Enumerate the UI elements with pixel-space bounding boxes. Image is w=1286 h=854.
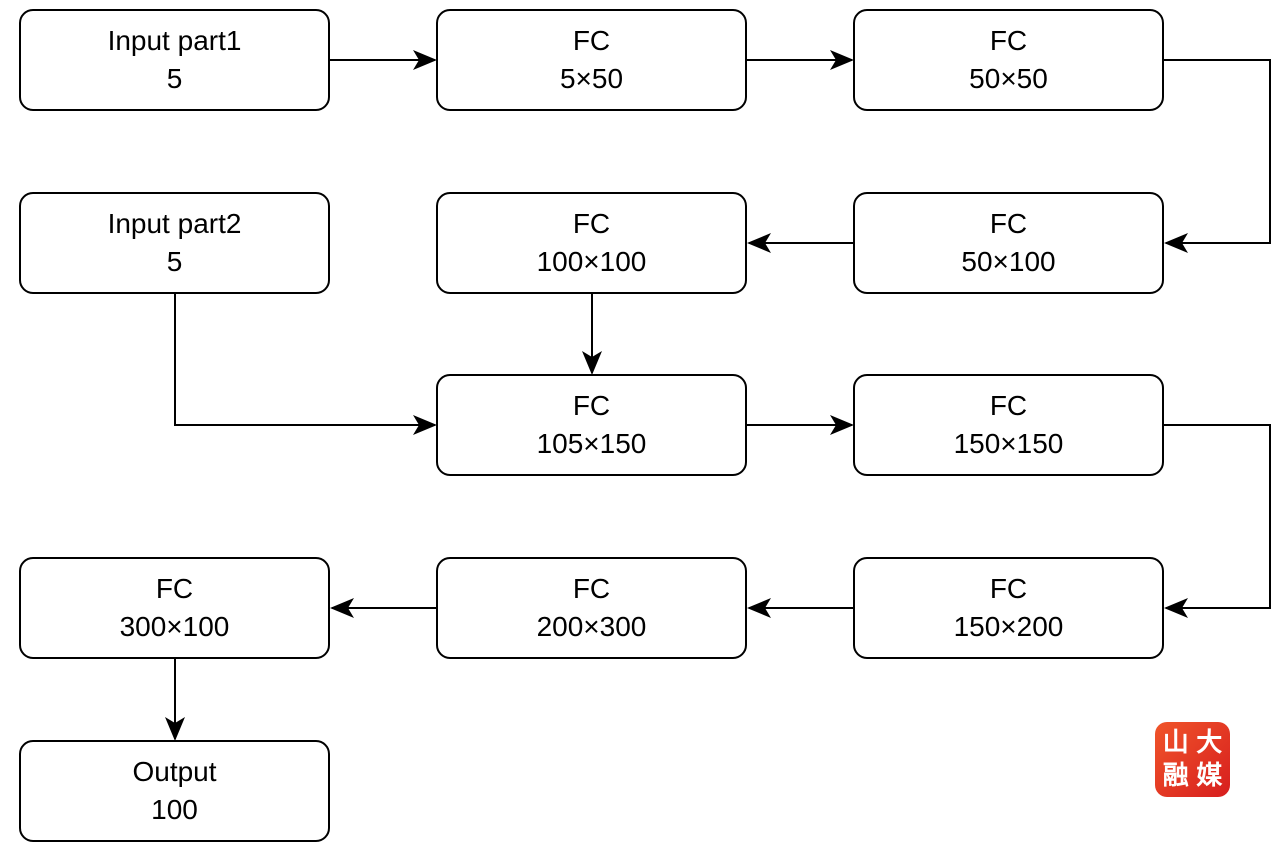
node-value: 5: [166, 246, 183, 277]
node-label: Input part2: [107, 208, 242, 239]
logo-char: 媒: [1196, 761, 1223, 792]
node-output: Output 100: [19, 740, 330, 842]
node-input-part1: Input part1 5: [19, 9, 330, 111]
node-fc-8: FC 200×300: [436, 557, 747, 659]
logo-char: 山: [1162, 727, 1189, 758]
node-label: FC: [989, 573, 1028, 604]
node-value: 105×150: [536, 428, 647, 459]
node-value: 300×100: [119, 611, 230, 642]
node-fc-3: FC 50×100: [853, 192, 1164, 294]
node-fc-5: FC 105×150: [436, 374, 747, 476]
edge-input2-to-fc5: [174, 294, 437, 435]
node-fc-6: FC 150×150: [853, 374, 1164, 476]
node-label: FC: [989, 390, 1028, 421]
node-value: 150×150: [953, 428, 1064, 459]
logo-char: 融: [1162, 761, 1189, 792]
node-label: FC: [572, 573, 611, 604]
edge-fc6-to-fc7: [1164, 424, 1271, 618]
node-label: Input part1: [107, 25, 242, 56]
node-label: FC: [572, 208, 611, 239]
node-label: FC: [989, 25, 1028, 56]
node-label: FC: [155, 573, 194, 604]
node-input-part2: Input part2 5: [19, 192, 330, 294]
node-label: FC: [572, 390, 611, 421]
node-value: 150×200: [953, 611, 1064, 642]
node-label: FC: [989, 208, 1028, 239]
node-label: FC: [572, 25, 611, 56]
node-value: 200×300: [536, 611, 647, 642]
node-value: 5×50: [559, 63, 624, 94]
logo-char: 大: [1196, 727, 1223, 758]
node-label: Output: [132, 756, 217, 787]
node-fc-9: FC 300×100: [19, 557, 330, 659]
node-value: 100: [151, 794, 198, 825]
node-value: 5: [166, 63, 183, 94]
node-value: 50×100: [961, 246, 1056, 277]
watermark-logo: 山 大 融 媒: [1155, 722, 1230, 797]
node-value: 50×50: [969, 63, 1048, 94]
edge-fc2-to-fc3: [1164, 59, 1271, 253]
node-value: 100×100: [536, 246, 647, 277]
node-fc-4: FC 100×100: [436, 192, 747, 294]
node-fc-1: FC 5×50: [436, 9, 747, 111]
node-fc-7: FC 150×200: [853, 557, 1164, 659]
node-fc-2: FC 50×50: [853, 9, 1164, 111]
